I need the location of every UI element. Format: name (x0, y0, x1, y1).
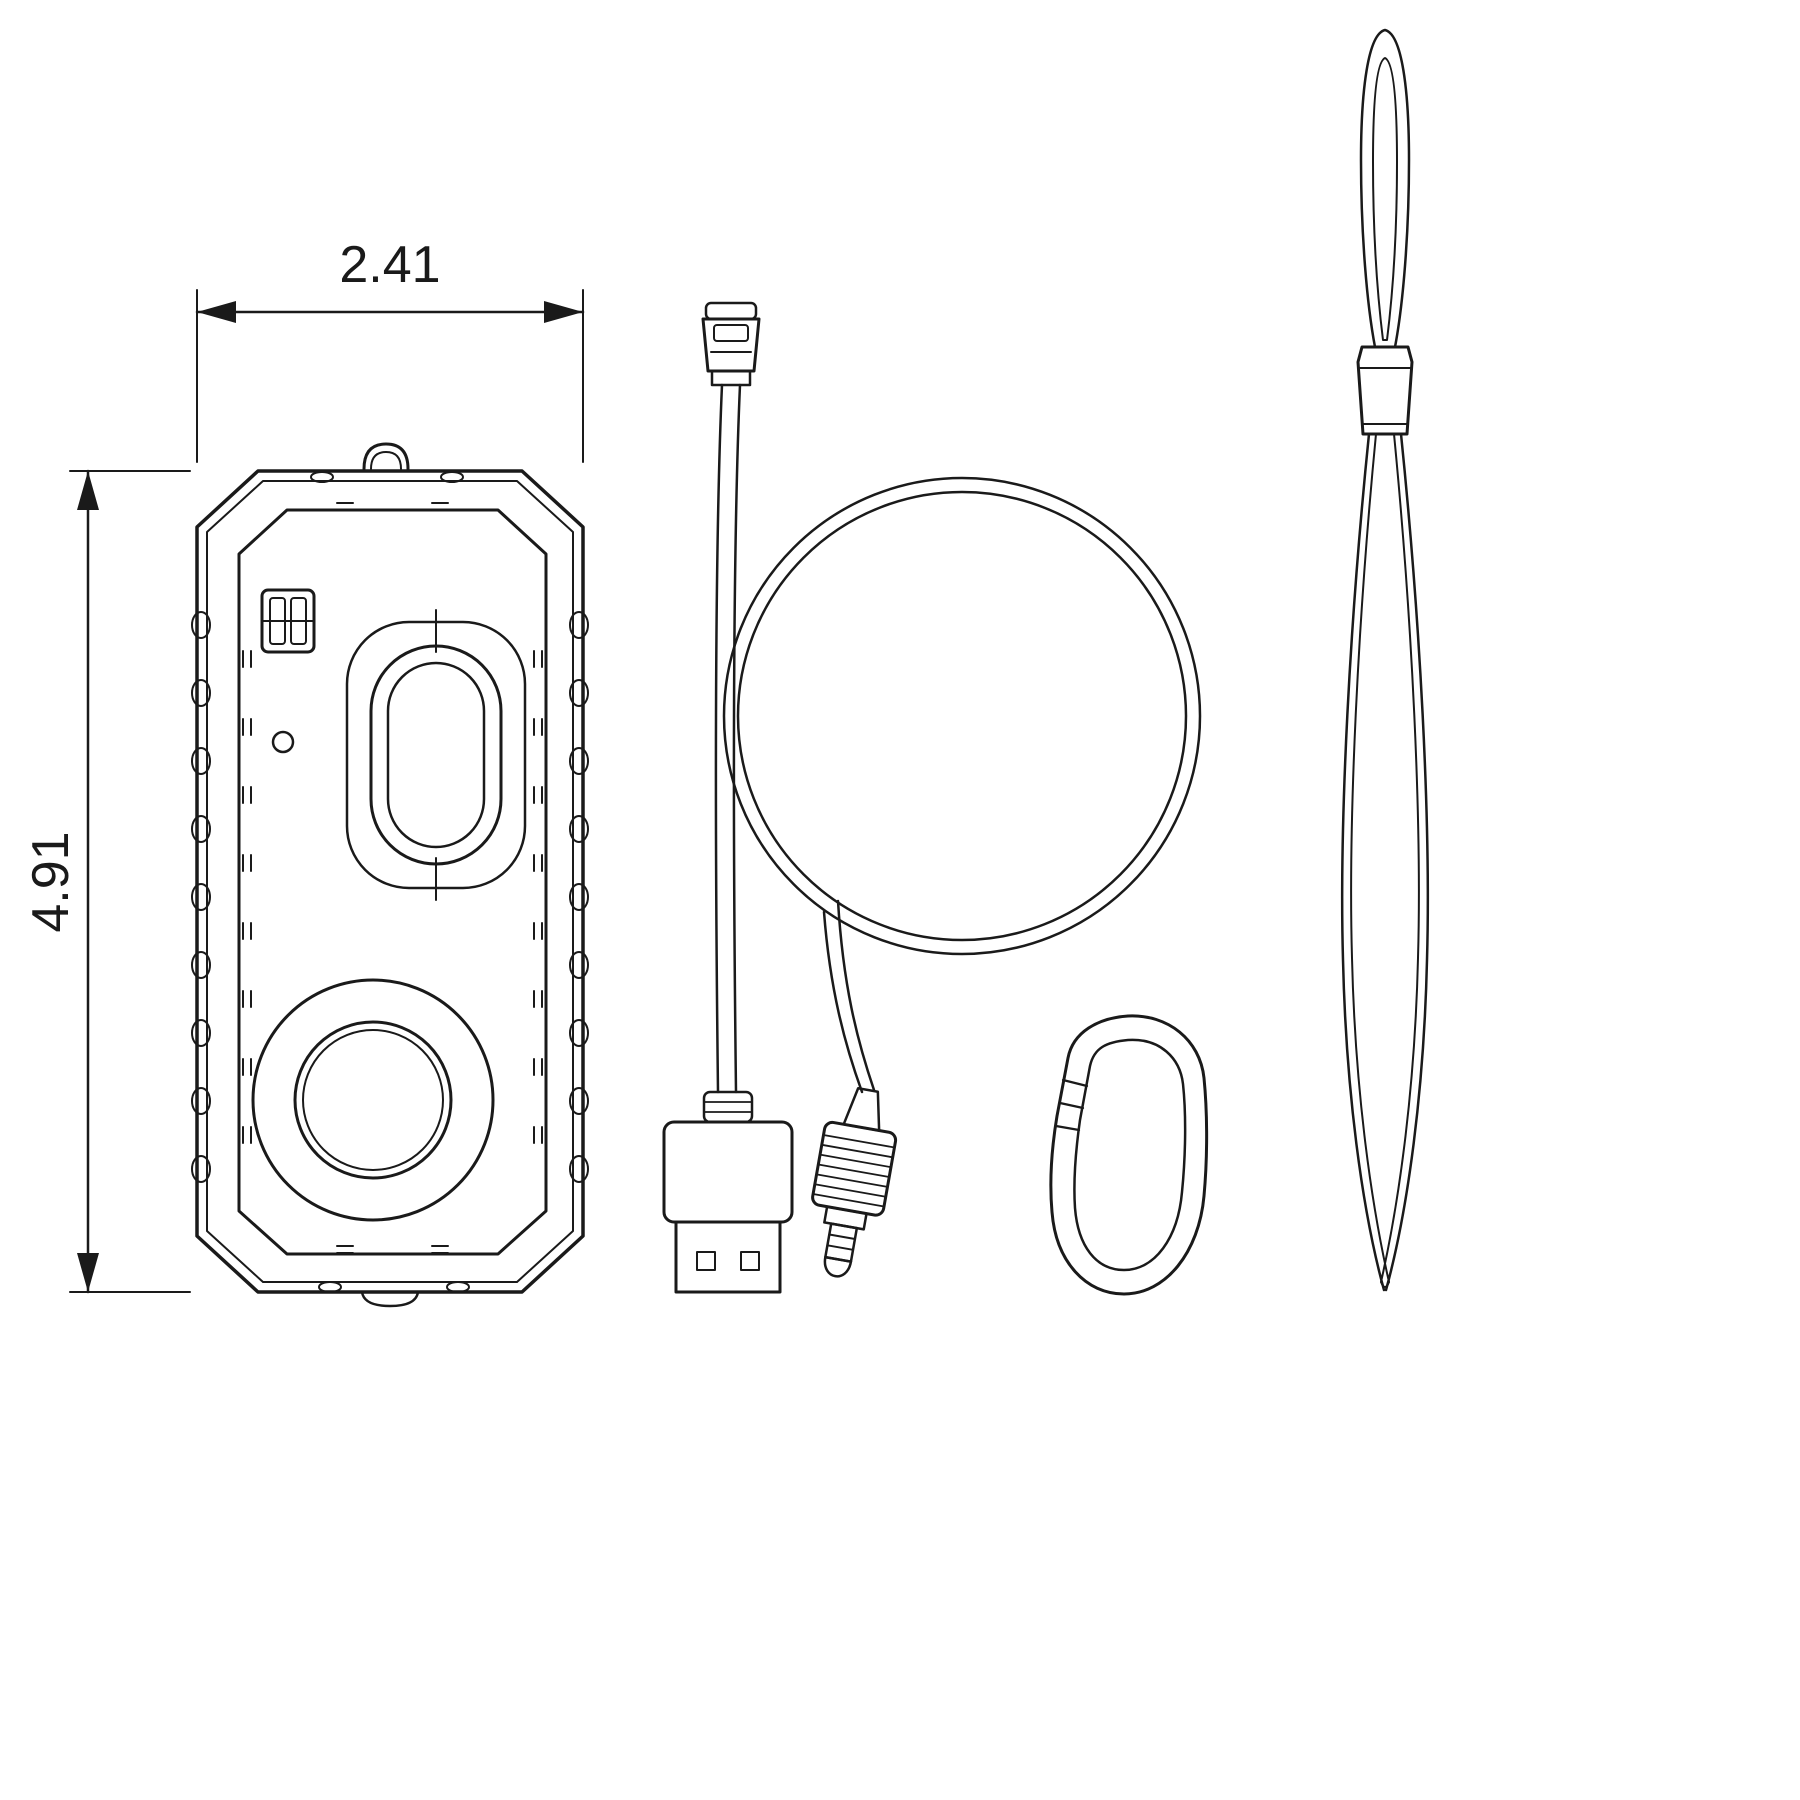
arrowhead-right-icon (544, 301, 583, 323)
right-edge-lugs (569, 611, 589, 1183)
lanyard-crimp-sleeve (1356, 345, 1414, 436)
usb-aux-cable-drawing (662, 301, 1202, 1294)
top-screw-icon (310, 471, 334, 483)
top-face-ticks (336, 502, 449, 1254)
cable-line (732, 383, 742, 1094)
bottom-screw-icon (446, 1281, 470, 1293)
lanyard-top-loop-inner (1372, 57, 1398, 341)
cable-line (714, 383, 724, 1094)
carabiner-drawing (1049, 1014, 1209, 1296)
jack-grip-ribs (812, 1134, 896, 1208)
oval-button-window (345, 609, 527, 901)
width-dimension: 2.41 (195, 236, 585, 463)
hanging-lug-icon (362, 442, 410, 471)
width-dimension-label: 2.41 (339, 236, 440, 294)
left-face-ticks (242, 650, 252, 1144)
lanyard-main-loop (1340, 432, 1430, 1292)
cable-line (822, 910, 864, 1094)
arrowhead-top-icon (77, 471, 99, 510)
carabiner-gate (1054, 1078, 1089, 1132)
lanyard-drawing (1340, 28, 1430, 1292)
height-dimension: 4.91 (22, 469, 191, 1294)
latch-detail (260, 588, 316, 654)
top-screw-icon (440, 471, 464, 483)
cable-coil (722, 476, 1202, 956)
hanging-lug-inner (370, 451, 402, 470)
height-dimension-label: 4.91 (22, 831, 80, 932)
case-outer-outline (195, 469, 585, 1294)
arrowhead-bottom-icon (77, 1253, 99, 1292)
right-face-ticks (533, 650, 543, 1144)
led-hole-icon (271, 730, 295, 754)
bottom-tab-icon (360, 1290, 420, 1308)
case-rim-outline (206, 480, 574, 1283)
aux-jack-plug (811, 1087, 898, 1278)
carabiner-inner-outline (1073, 1038, 1187, 1272)
carabiner-outer-outline (1049, 1014, 1209, 1296)
lanyard-top-loop-outer (1359, 28, 1411, 349)
usb-a-plug (662, 1090, 794, 1294)
mini-usb-connector (701, 301, 761, 387)
speaker-case-drawing (191, 442, 589, 1308)
speaker-grille (251, 978, 495, 1222)
left-edge-lugs (191, 611, 211, 1183)
cable-line (836, 899, 876, 1092)
case-face-outline (237, 508, 548, 1256)
arrowhead-left-icon (197, 301, 236, 323)
bottom-screw-icon (318, 1281, 342, 1293)
